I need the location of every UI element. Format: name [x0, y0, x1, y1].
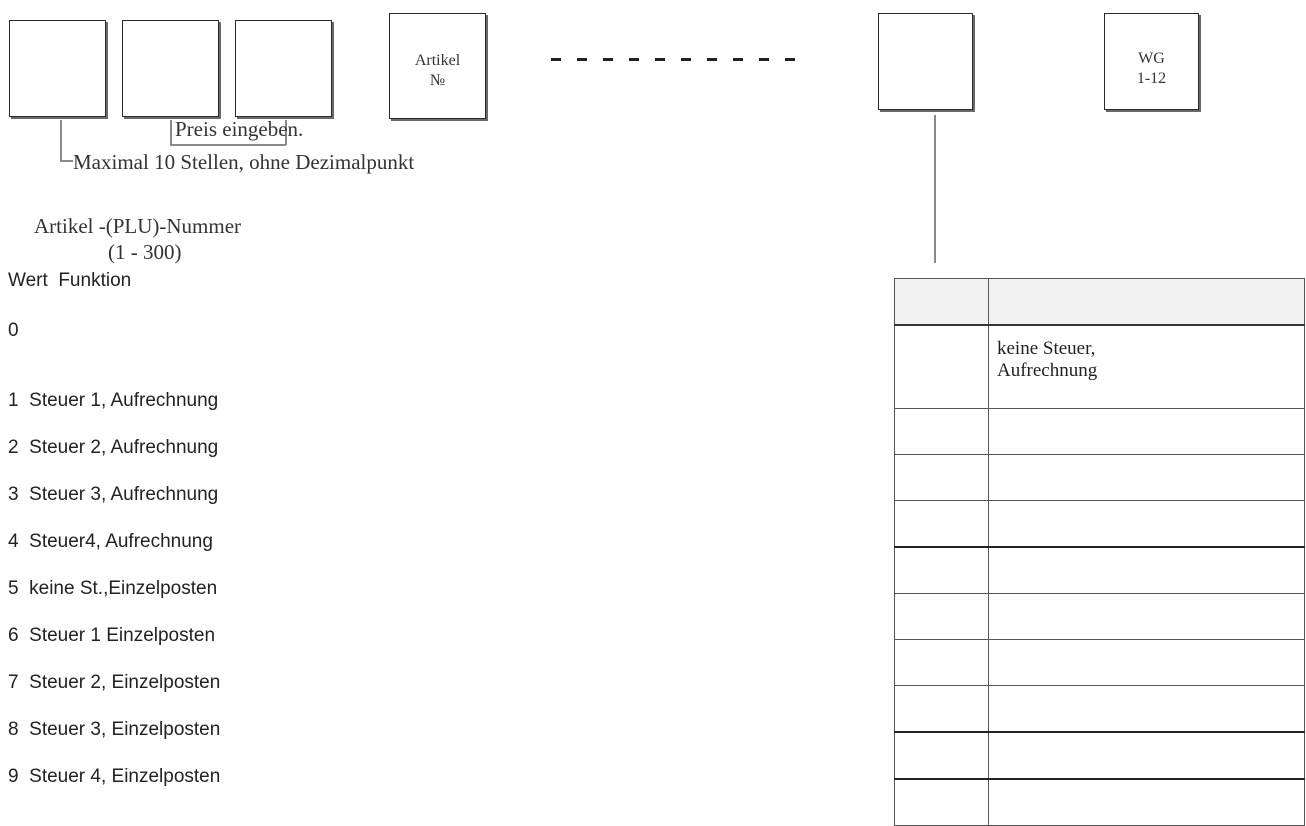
value-table: keine Steuer, Aufrechnung [894, 278, 1305, 826]
list-item: 9 Steuer 4, Einzelposten [8, 766, 221, 787]
artikel-key-label-line1: Artikel [414, 52, 461, 69]
header-funktion: Funktion [58, 270, 132, 291]
price-digit-key-3 [235, 20, 332, 117]
plu-annotation-line2: (1 - 300) [108, 240, 182, 264]
list-item: 6 Steuer 1 Einzelposten [8, 625, 216, 646]
table-row [894, 685, 1305, 733]
price-annotation-line1: Preis eingeben. [175, 117, 304, 141]
table-row [894, 778, 1305, 826]
list-item: 1 Steuer 1, Aufrechnung [8, 390, 219, 411]
table-cell-function: keine Steuer, Aufrechnung [988, 324, 1305, 409]
wg-key: WG 1-12 [1104, 13, 1199, 110]
price-digit-key-2 [122, 20, 219, 117]
artikel-key: Artikel № [389, 13, 486, 119]
wg-key-label-line2: 1-12 [1136, 70, 1167, 87]
table-row [894, 500, 1305, 548]
function-key-connector [934, 115, 936, 263]
table-cell-line2: Aufrechnung [997, 360, 1098, 381]
list-item: 7 Steuer 2, Einzelposten [8, 672, 221, 693]
table-row [894, 639, 1305, 686]
artikel-key-label-line2: № [429, 72, 446, 89]
plu-annotation-line1: Artikel -(PLU)-Nummer [34, 214, 242, 238]
table-cell-line1: keine Steuer, [997, 338, 1096, 359]
list-item: 4 Steuer4, Aufrechnung [8, 531, 213, 552]
price-annotation-line2: Maximal 10 Stellen, ohne Dezimalpunkt [73, 150, 415, 174]
table-row: keine Steuer, Aufrechnung [894, 324, 1305, 409]
list-item: 3 Steuer 3, Aufrechnung [8, 484, 219, 505]
function-key [878, 13, 973, 110]
table-row [894, 593, 1305, 640]
list-item: 5 keine St.,Einzelposten [8, 578, 218, 599]
list-item: 8 Steuer 3, Einzelposten [8, 719, 221, 740]
header-wert: Wert [8, 270, 48, 291]
price-digit-key-1 [9, 20, 106, 117]
table-row [894, 454, 1305, 501]
table-header-row [894, 278, 1305, 326]
value-list-header: Wert Funktion [8, 270, 131, 292]
table-row [894, 408, 1305, 455]
list-item: 0 [8, 320, 19, 341]
table-row [894, 731, 1305, 780]
table-row [894, 546, 1305, 594]
list-item: 2 Steuer 2, Aufrechnung [8, 437, 219, 458]
wg-key-label-line1: WG [1138, 50, 1165, 67]
